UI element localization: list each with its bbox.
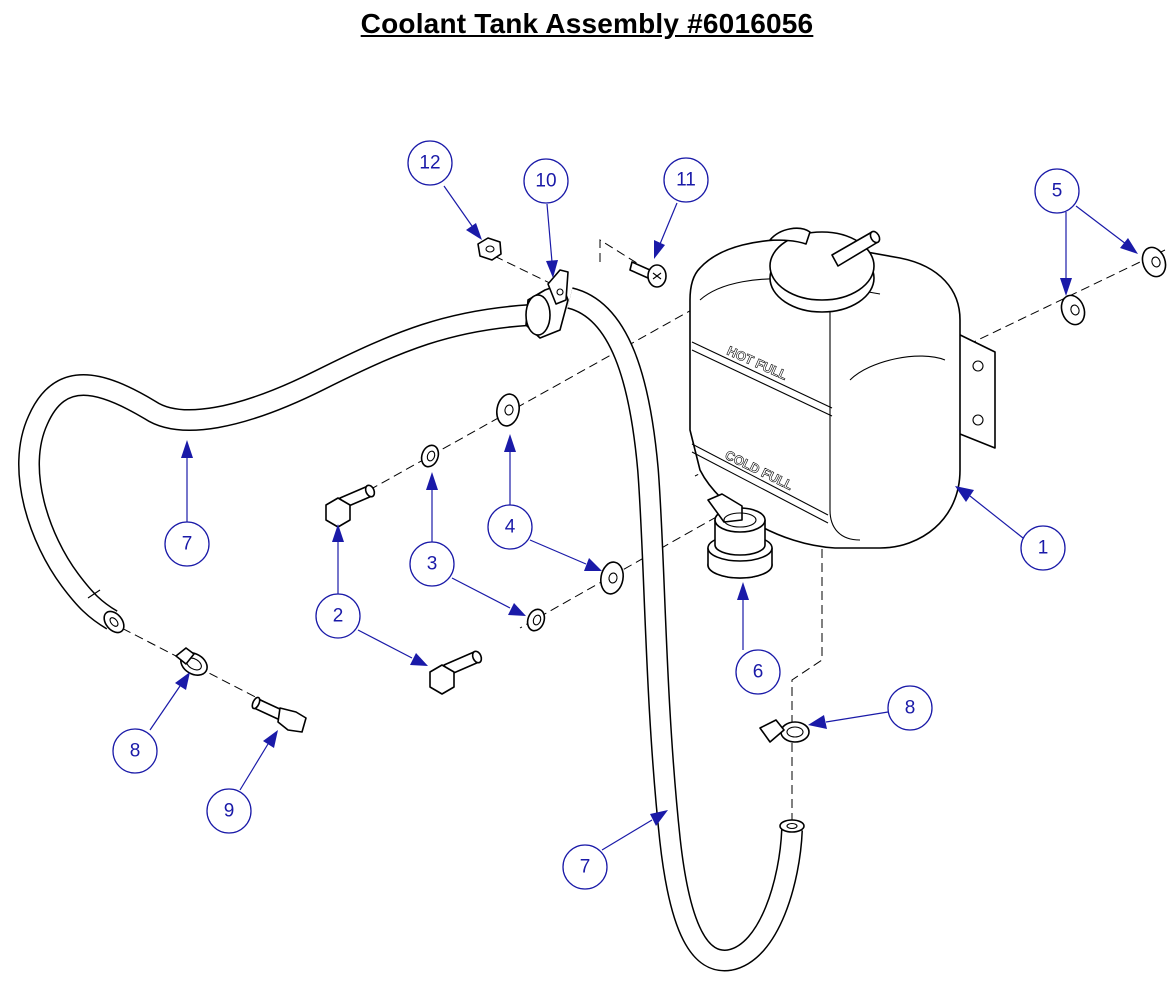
lock-washer-lower[interactable] <box>525 607 548 633</box>
svg-text:7: 7 <box>182 534 193 555</box>
callout-8-right: 8 <box>887 685 933 731</box>
bolt-upper[interactable] <box>325 484 376 528</box>
coolant-hose-left <box>18 304 531 634</box>
hose-clamp-right[interactable] <box>759 719 810 743</box>
coolant-tank[interactable]: HOT FULL COLD FULL <box>689 227 996 549</box>
svg-text:5: 5 <box>1052 181 1063 202</box>
pan-head-screw[interactable] <box>629 261 667 288</box>
svg-text:1: 1 <box>1038 538 1049 559</box>
grommet[interactable] <box>707 493 773 579</box>
callout-1: 1 <box>1020 525 1066 571</box>
hex-nut[interactable] <box>477 237 502 261</box>
diagram-title: Coolant Tank Assembly #6016056 <box>360 8 814 39</box>
svg-text:12: 12 <box>419 153 440 174</box>
svg-text:3: 3 <box>427 554 438 575</box>
callout-12: 12 <box>407 140 453 186</box>
svg-text:10: 10 <box>535 171 556 192</box>
svg-text:8: 8 <box>130 741 141 762</box>
svg-text:8: 8 <box>905 698 916 719</box>
callout-6: 6 <box>735 649 781 695</box>
washer-right-outer[interactable] <box>1139 244 1170 280</box>
svg-text:9: 9 <box>224 801 235 822</box>
coolant-hose-long <box>566 287 805 972</box>
callout-8-left: 8 <box>112 728 158 774</box>
callout-9: 9 <box>206 788 252 834</box>
svg-text:4: 4 <box>505 517 516 538</box>
svg-text:6: 6 <box>753 662 764 683</box>
washer-right-inner[interactable] <box>1058 292 1089 328</box>
callout-leaders <box>149 185 1138 851</box>
hose-clamp-bracket[interactable] <box>525 269 569 339</box>
hose-clamp-left[interactable] <box>175 647 211 680</box>
lock-washer-upper[interactable] <box>419 443 442 469</box>
flat-washer-lower[interactable] <box>598 560 625 595</box>
flat-washer-upper[interactable] <box>494 392 521 427</box>
callout-7-left: 7 <box>164 521 210 567</box>
svg-text:7: 7 <box>580 857 591 878</box>
callout-3: 3 <box>409 541 455 587</box>
callout-11: 11 <box>663 157 709 203</box>
callout-4: 4 <box>487 504 533 550</box>
svg-text:11: 11 <box>676 170 696 191</box>
svg-text:2: 2 <box>333 606 344 627</box>
hose-barb-fitting[interactable] <box>251 696 307 733</box>
callout-5: 5 <box>1034 168 1080 214</box>
bolt-lower[interactable] <box>429 650 483 695</box>
callout-2: 2 <box>315 593 361 639</box>
callout-7-lower: 7 <box>562 844 608 890</box>
callout-10: 10 <box>523 158 569 204</box>
